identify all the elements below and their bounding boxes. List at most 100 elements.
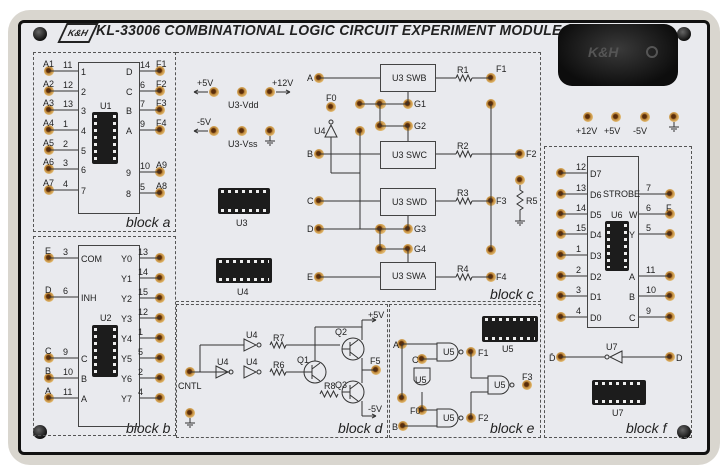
pin-number: 12 bbox=[63, 80, 74, 90]
pin-number: 9 bbox=[646, 306, 652, 316]
pin-number: 13 bbox=[138, 247, 149, 257]
module-title: KL-33006 COMBINATIONAL LOGIC CIRCUIT EXP… bbox=[96, 22, 584, 39]
analog-switch-label: U3 SWB bbox=[392, 73, 427, 83]
output-label: F3 bbox=[496, 196, 507, 206]
power-jack-minus5v[interactable] bbox=[640, 112, 650, 122]
u1-label: U1 bbox=[100, 101, 112, 111]
pin-number: 10 bbox=[63, 367, 74, 377]
inverter-gate-icon bbox=[243, 338, 262, 352]
block-d-ground-jack[interactable] bbox=[185, 408, 195, 418]
gate-label: U5 bbox=[415, 375, 427, 385]
pin-number: 1 bbox=[138, 327, 144, 337]
arrow-right-icon bbox=[362, 317, 377, 323]
pin-name: B bbox=[629, 292, 636, 302]
ground-icon bbox=[669, 122, 679, 132]
u4-label: U4 bbox=[237, 287, 249, 297]
q3-transistor-icon-leads bbox=[342, 382, 359, 402]
u3-vdd-plus12-jack[interactable] bbox=[265, 87, 275, 97]
cntl-label: CNTL bbox=[178, 381, 202, 391]
u3-vdd-jack[interactable] bbox=[237, 87, 247, 97]
pin-name: INH bbox=[81, 293, 97, 303]
jack-label: F2 bbox=[156, 79, 167, 89]
pin-number: 5 bbox=[646, 223, 652, 233]
ground-icon bbox=[185, 418, 195, 428]
block-e-f3[interactable] bbox=[522, 380, 532, 390]
inverter-gate-icon bbox=[243, 365, 262, 379]
pin-number: 14 bbox=[140, 60, 151, 70]
gate-label: G4 bbox=[414, 244, 427, 254]
u3-vdd-plus5-jack[interactable] bbox=[209, 87, 219, 97]
u3-label: U3 bbox=[236, 218, 248, 228]
power-connector[interactable]: K&H bbox=[558, 24, 678, 86]
pin-number: 5 bbox=[140, 182, 146, 192]
pin-number: 3 bbox=[63, 247, 69, 257]
block-c-label: block c bbox=[490, 286, 534, 302]
r5-jack[interactable] bbox=[515, 175, 525, 185]
pin-number: 14 bbox=[138, 267, 149, 277]
pin-number: 4 bbox=[63, 179, 69, 189]
strobe-label: STROBE bbox=[603, 189, 641, 199]
arrow-left-icon bbox=[193, 128, 208, 134]
pin-number: 6 bbox=[646, 203, 652, 213]
power-jack-plus5v[interactable] bbox=[611, 112, 621, 122]
gate-label: U5 bbox=[443, 413, 455, 423]
pin-number: 2 bbox=[63, 139, 69, 149]
power-jack-gnd[interactable] bbox=[669, 112, 679, 122]
pin-name: B bbox=[81, 374, 88, 384]
u3-vss-minus5-jack[interactable] bbox=[209, 126, 219, 136]
pin-name: Y3 bbox=[121, 314, 133, 324]
inverter-label: U4 bbox=[246, 330, 258, 340]
pin-number: 1 bbox=[576, 244, 582, 254]
pin-number: 12 bbox=[576, 162, 587, 172]
block-c-f0-jack[interactable] bbox=[326, 102, 336, 112]
pin-number: 3 bbox=[63, 158, 69, 168]
minus5v-label: -5V bbox=[368, 404, 383, 414]
input-label: C bbox=[412, 355, 419, 365]
analog-switch-label: U3 SWC bbox=[392, 150, 428, 160]
input-label: B bbox=[392, 422, 399, 432]
gate-label: U5 bbox=[443, 347, 455, 357]
jack-label: E bbox=[45, 246, 52, 256]
resistor-label: R5 bbox=[526, 196, 538, 206]
jack-label: A6 bbox=[43, 157, 55, 167]
resistor-label: R7 bbox=[273, 333, 285, 343]
pin-number: 6 bbox=[140, 80, 146, 90]
pin-name: D bbox=[126, 67, 133, 77]
power-jack-plus12v[interactable] bbox=[583, 112, 593, 122]
pin-name: C bbox=[126, 87, 133, 97]
u3-vss-ground-jack[interactable] bbox=[265, 126, 275, 136]
u2-chip bbox=[92, 325, 118, 377]
pin-name: D0 bbox=[590, 313, 602, 323]
resistor-icon bbox=[516, 185, 524, 216]
pin-name: COM bbox=[81, 254, 102, 264]
plus5v-label: +5V bbox=[197, 78, 214, 88]
analog-switch-label: U3 SWA bbox=[392, 271, 427, 281]
u3-vss-label: U3-Vss bbox=[228, 139, 258, 149]
nand-gate-icon bbox=[413, 367, 431, 386]
pin-name: W bbox=[629, 210, 638, 220]
pin-name: A bbox=[629, 272, 636, 282]
pin-number: 11 bbox=[63, 60, 73, 70]
pin-number: 10 bbox=[140, 161, 151, 171]
gate-label: G2 bbox=[414, 121, 427, 131]
analog-switch-box bbox=[380, 141, 436, 169]
f0-label: F0 bbox=[326, 93, 337, 103]
resistor-icon bbox=[455, 149, 473, 159]
resistor-label: R3 bbox=[457, 188, 469, 198]
pin-name: D4 bbox=[590, 230, 602, 240]
u3-vss-jack[interactable] bbox=[237, 126, 247, 136]
block-d bbox=[176, 304, 388, 438]
nand-gate-icon bbox=[436, 408, 464, 428]
arrow-right-icon bbox=[276, 89, 291, 95]
input-label: E bbox=[307, 272, 314, 282]
pin-number: 11 bbox=[646, 265, 656, 275]
pin-number: 15 bbox=[576, 223, 587, 233]
arrow-right-icon bbox=[362, 413, 377, 419]
pin-name: 1 bbox=[81, 67, 87, 77]
block-d-label: block d bbox=[338, 420, 383, 436]
analog-switch-box bbox=[380, 64, 436, 92]
block-b-label: block b bbox=[126, 420, 171, 436]
ground-icon bbox=[515, 216, 525, 226]
jack-label: F4 bbox=[156, 118, 167, 128]
